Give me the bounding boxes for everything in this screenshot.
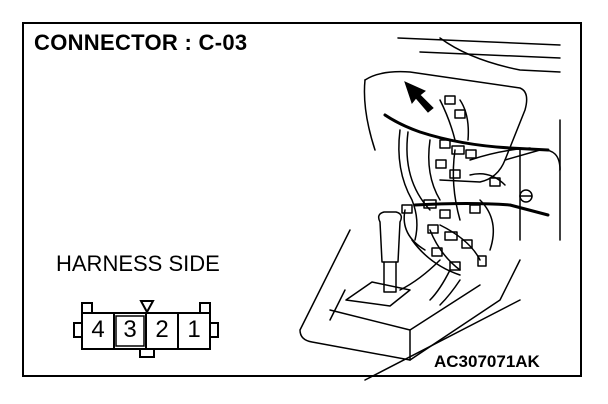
pin-3-label: 3 [123,316,137,343]
harness-side-label: HARNESS SIDE [56,251,220,276]
connector-title: CONNECTOR : C-03 [34,30,248,55]
pin-4-label: 4 [91,316,105,343]
pin-2-label: 2 [155,316,169,343]
pin-1-label: 1 [187,316,201,343]
figure-code: AC307071AK [434,352,540,371]
pointer-arrow-icon [404,81,434,113]
